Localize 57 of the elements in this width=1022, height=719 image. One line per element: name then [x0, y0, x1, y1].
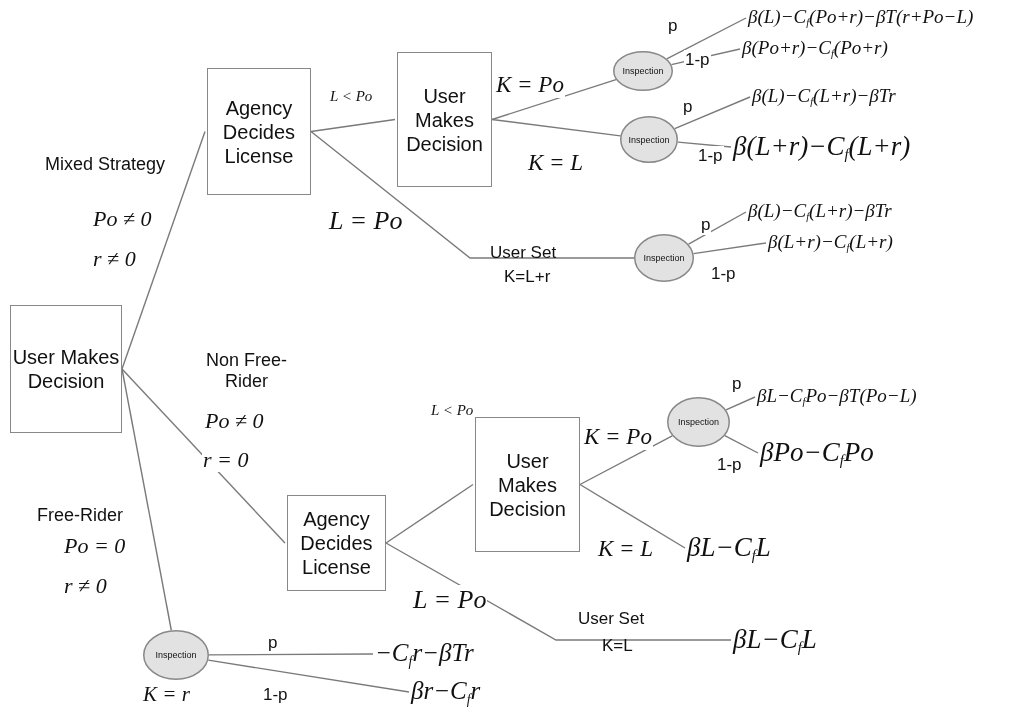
edge-label: 1-p	[684, 50, 711, 70]
node-annotation: K = r	[142, 682, 191, 707]
tree-branch-line	[385, 483, 474, 544]
payoff-formula: −C$_{f}$r−βTr	[375, 639, 474, 669]
tree-branch-line	[692, 242, 767, 255]
edge-label: 1-p	[262, 685, 289, 705]
decision-box	[10, 305, 122, 433]
payoff-formula: β(L)−C$_{f}$(L+r)−βTr	[752, 86, 896, 108]
node-label: Inspection	[628, 134, 670, 145]
payoff-formula: β(L)−C$_{f}$(L+r)−βTr	[748, 201, 892, 223]
box-label: User Makes Decision	[405, 83, 484, 156]
box-label: User Makes Decision	[488, 448, 567, 521]
edge-label: 1-p	[716, 455, 743, 475]
tree-branch-line	[579, 483, 686, 549]
node-label: Inspection	[643, 253, 685, 263]
payoff-formula: β(L+r)−C$_{f}$(L+r)	[733, 131, 911, 163]
node-label: Inspection	[678, 417, 719, 427]
tree-branch-line	[385, 542, 732, 641]
branch-note: User Set	[489, 243, 558, 263]
tree-branch-line	[724, 435, 759, 454]
tree-branch-line	[677, 141, 732, 148]
box-label: User Makes Decision	[11, 345, 121, 393]
tree-branch-line	[579, 435, 673, 486]
edge-label: 1-p	[710, 264, 737, 284]
box-label: Agency Decides License	[221, 95, 297, 168]
decision-box	[207, 68, 311, 195]
tree-branch-line	[207, 659, 410, 693]
tree-branch-line	[687, 211, 747, 245]
tree-branch-line	[491, 79, 617, 121]
tree-branch-line	[121, 368, 286, 544]
edge-label: 1-p	[697, 146, 724, 166]
edge-label: Mixed Strategy	[44, 154, 167, 175]
tree-branch-line	[121, 130, 206, 370]
payoff-formula: βL−C$_{f}$Po−βT(Po−L)	[757, 386, 917, 408]
tree-branch-line	[310, 130, 635, 259]
decision-box	[287, 495, 386, 591]
branch-note: User Set	[577, 609, 646, 629]
payoff-formula: βPo−C$_{f}$Po	[760, 437, 874, 469]
tree-branch-line	[725, 396, 756, 411]
payoff-formula: β(L)−C$_{f}$(Po+r)−βT(r+Po−L)	[748, 7, 974, 29]
tree-branch-line	[208, 653, 374, 656]
branch-note: K=L+r	[503, 267, 552, 287]
payoff-formula: βL−C$_{f}$L	[733, 624, 817, 656]
node-label: Inspection	[155, 650, 197, 660]
tree-branch-line	[674, 96, 751, 130]
branch-note: K=L	[601, 636, 634, 656]
box-label: Agency Decides License	[299, 507, 374, 579]
payoff-formula: βL−C$_{f}$L	[687, 532, 771, 564]
tree-branch-line	[121, 368, 173, 631]
payoff-formula: β(L+r)−C$_{f}$(L+r)	[768, 232, 893, 254]
tree-branch-line	[310, 118, 396, 133]
node-label: Inspection	[622, 66, 664, 76]
payoff-formula: βr−C$_{f}$r	[411, 677, 481, 707]
decision-box	[475, 417, 580, 552]
payoff-formula: β(Po+r)−C$_{f}$(Po+r)	[742, 38, 888, 60]
tree-branch-line	[666, 17, 747, 60]
decision-box	[397, 52, 492, 187]
